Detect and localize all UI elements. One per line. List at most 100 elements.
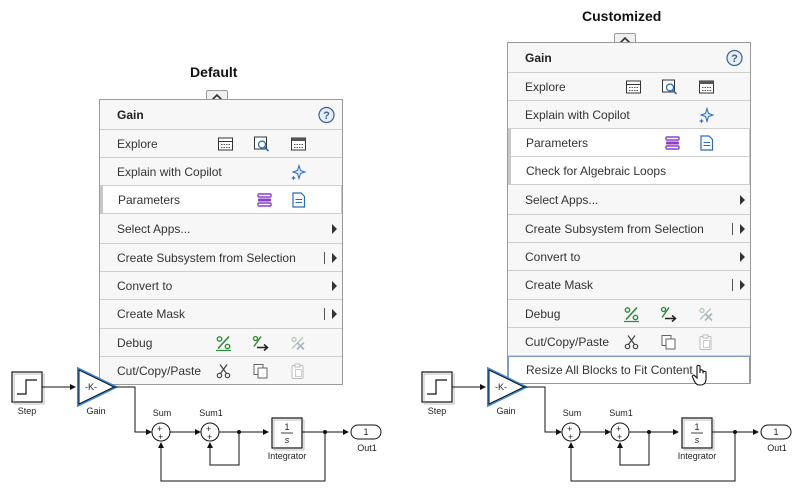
svg-text:+: + xyxy=(157,424,162,434)
copilot-sparkle-icon[interactable] xyxy=(698,106,715,123)
menu-item-create-subsystem[interactable]: Create Subsystem from Selection xyxy=(508,215,750,243)
copilot-sparkle-icon[interactable] xyxy=(290,163,307,180)
menu-item-create-mask[interactable]: Create Mask xyxy=(508,271,750,300)
menu-item-explore[interactable]: Explore xyxy=(100,130,342,158)
menu-item-label: Cut/Copy/Paste xyxy=(117,364,202,378)
step-label: Step xyxy=(18,406,37,416)
menu-item-parameters[interactable]: Parameters xyxy=(508,129,750,157)
submenu-arrow-icon[interactable] xyxy=(732,279,745,291)
chevron-up-icon xyxy=(211,93,223,101)
hand-cursor-icon xyxy=(691,364,707,386)
help-icon[interactable]: ? xyxy=(318,106,335,123)
svg-text:+: + xyxy=(158,432,163,442)
menu-title: Gain xyxy=(117,107,144,122)
menu-item-label: Explore xyxy=(525,79,566,94)
menu-item-debug[interactable]: Debug xyxy=(100,329,342,357)
grid-icon[interactable] xyxy=(290,135,307,152)
menu-item-label: Debug xyxy=(525,306,561,321)
scissors-icon[interactable] xyxy=(215,363,232,380)
menu-item-select-apps[interactable]: Select Apps... xyxy=(508,185,750,215)
step-block[interactable] xyxy=(421,371,455,405)
heading-default: Default xyxy=(190,64,238,80)
parameters-icon[interactable] xyxy=(256,191,273,208)
parameters-icon[interactable] xyxy=(664,134,681,151)
menu-item-label: Create Subsystem from Selection xyxy=(525,221,704,236)
integrator-label: Integrator xyxy=(678,451,717,461)
menu-item-create-subsystem[interactable]: Create Subsystem from Selection xyxy=(100,244,342,272)
zoom-icon[interactable] xyxy=(661,78,678,95)
document-icon[interactable] xyxy=(290,191,307,208)
submenu-arrow-icon[interactable] xyxy=(732,222,745,235)
copy-icon[interactable] xyxy=(660,333,677,350)
document-icon[interactable] xyxy=(698,134,715,151)
step-icon[interactable] xyxy=(252,334,269,351)
menu-header: Gain ? xyxy=(100,100,342,130)
step-block[interactable] xyxy=(11,371,45,405)
table-icon[interactable] xyxy=(625,78,642,95)
gain-value: -K- xyxy=(85,382,97,392)
diagram-customized: Step -K- Gain + + Sum + + Sum1 1 s Integ… xyxy=(421,366,792,482)
sum-label: Sum xyxy=(153,408,172,418)
gain-block[interactable] xyxy=(77,366,119,408)
paste-icon xyxy=(699,334,712,350)
grid-icon[interactable] xyxy=(698,78,715,95)
sum1-label: Sum1 xyxy=(199,408,223,418)
menu-item-select-apps[interactable]: Select Apps... xyxy=(100,214,342,244)
menu-item-convert-to[interactable]: Convert to xyxy=(508,243,750,271)
integrator-block[interactable] xyxy=(681,417,715,451)
gain-block[interactable] xyxy=(487,366,529,408)
help-icon[interactable]: ? xyxy=(726,49,743,66)
menu-item-label: Resize All Blocks to Fit Content xyxy=(526,363,693,377)
integrator-denominator: s xyxy=(695,435,700,445)
menu-item-explore[interactable]: Explore xyxy=(508,73,750,101)
svg-text:+: + xyxy=(206,424,211,434)
out-label: Out1 xyxy=(357,443,377,453)
menu-item-cut-copy-paste[interactable]: Cut/Copy/Paste xyxy=(100,357,342,385)
submenu-arrow-icon xyxy=(332,280,337,291)
out-port-block[interactable] xyxy=(350,424,382,440)
context-menu-customized: Gain ? Explore Explain with Copilot Para… xyxy=(507,42,751,384)
out-port-block[interactable] xyxy=(760,424,792,440)
menu-item-parameters[interactable]: Parameters xyxy=(100,186,342,214)
integrator-block[interactable] xyxy=(271,417,305,451)
percent-icon[interactable] xyxy=(623,305,640,322)
disabled-icon xyxy=(699,307,713,321)
submenu-arrow-icon[interactable] xyxy=(324,251,337,264)
menu-item-label: Cut/Copy/Paste xyxy=(525,334,610,349)
sum1-label: Sum1 xyxy=(609,408,633,418)
menu-item-debug[interactable]: Debug xyxy=(508,300,750,328)
integrator-numerator: 1 xyxy=(284,422,289,432)
svg-text:+: + xyxy=(567,424,572,434)
step-label: Step xyxy=(428,406,447,416)
menu-item-convert-to[interactable]: Convert to xyxy=(100,272,342,300)
svg-text:+: + xyxy=(616,424,621,434)
step-icon[interactable] xyxy=(660,305,677,322)
gain-label: Gain xyxy=(86,406,105,416)
diagram-default: Step -K- Gain + + Sum + + Sum1 1 s Integ… xyxy=(11,366,382,482)
menu-header: Gain ? xyxy=(508,43,750,73)
menu-item-explain-copilot[interactable]: Explain with Copilot xyxy=(100,158,342,186)
menu-item-label: Parameters xyxy=(526,135,589,150)
svg-text:+: + xyxy=(617,432,622,442)
menu-item-explain-copilot[interactable]: Explain with Copilot xyxy=(508,101,750,129)
menu-item-label: Select Apps... xyxy=(525,192,599,207)
menu-item-resize-blocks[interactable]: Resize All Blocks to Fit Content xyxy=(508,356,750,384)
menu-item-label: Check for Algebraic Loops xyxy=(526,163,667,178)
gain-label: Gain xyxy=(496,406,515,416)
copy-icon[interactable] xyxy=(252,363,269,380)
menu-item-check-algebraic-loops[interactable]: Check for Algebraic Loops xyxy=(508,157,750,185)
gain-value: -K- xyxy=(495,382,507,392)
zoom-icon[interactable] xyxy=(253,135,270,152)
sum-label: Sum xyxy=(563,408,582,418)
integrator-numerator: 1 xyxy=(694,422,699,432)
percent-icon[interactable] xyxy=(215,334,232,351)
context-menu-default: Gain ? Explore Explain with Copilot Para… xyxy=(99,99,343,385)
submenu-arrow-icon[interactable] xyxy=(324,308,337,320)
scissors-icon[interactable] xyxy=(623,333,640,350)
table-icon[interactable] xyxy=(217,135,234,152)
submenu-arrow-icon xyxy=(740,194,745,205)
submenu-arrow-icon xyxy=(332,223,337,234)
svg-text:?: ? xyxy=(731,53,738,65)
menu-item-cut-copy-paste[interactable]: Cut/Copy/Paste xyxy=(508,328,750,356)
menu-item-create-mask[interactable]: Create Mask xyxy=(100,300,342,329)
